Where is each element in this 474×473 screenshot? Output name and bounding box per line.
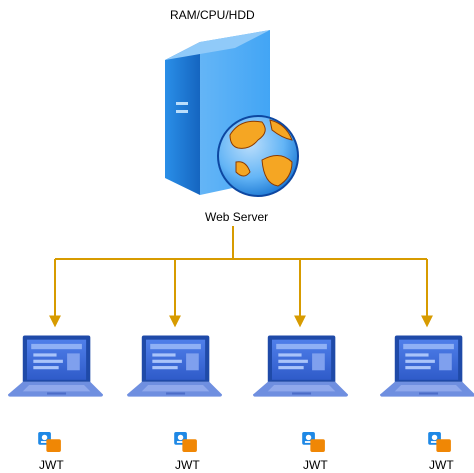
server-globe-icon (165, 30, 299, 197)
laptop-icon (380, 335, 474, 397)
laptop-icon (127, 335, 222, 397)
client-label: JWT (429, 458, 454, 472)
token-card-icon (428, 432, 451, 452)
client-label: JWT (39, 458, 64, 472)
token-card-icon (174, 432, 197, 452)
client-label: JWT (303, 458, 328, 472)
token-card-icon (302, 432, 325, 452)
connector-lines (49, 226, 433, 328)
token-card-icon (38, 432, 61, 452)
server-label: Web Server (205, 210, 269, 224)
laptop-icon (8, 335, 103, 397)
client-label: JWT (175, 458, 200, 472)
laptop-icon (253, 335, 348, 397)
server-spec-label: RAM/CPU/HDD (170, 8, 255, 22)
